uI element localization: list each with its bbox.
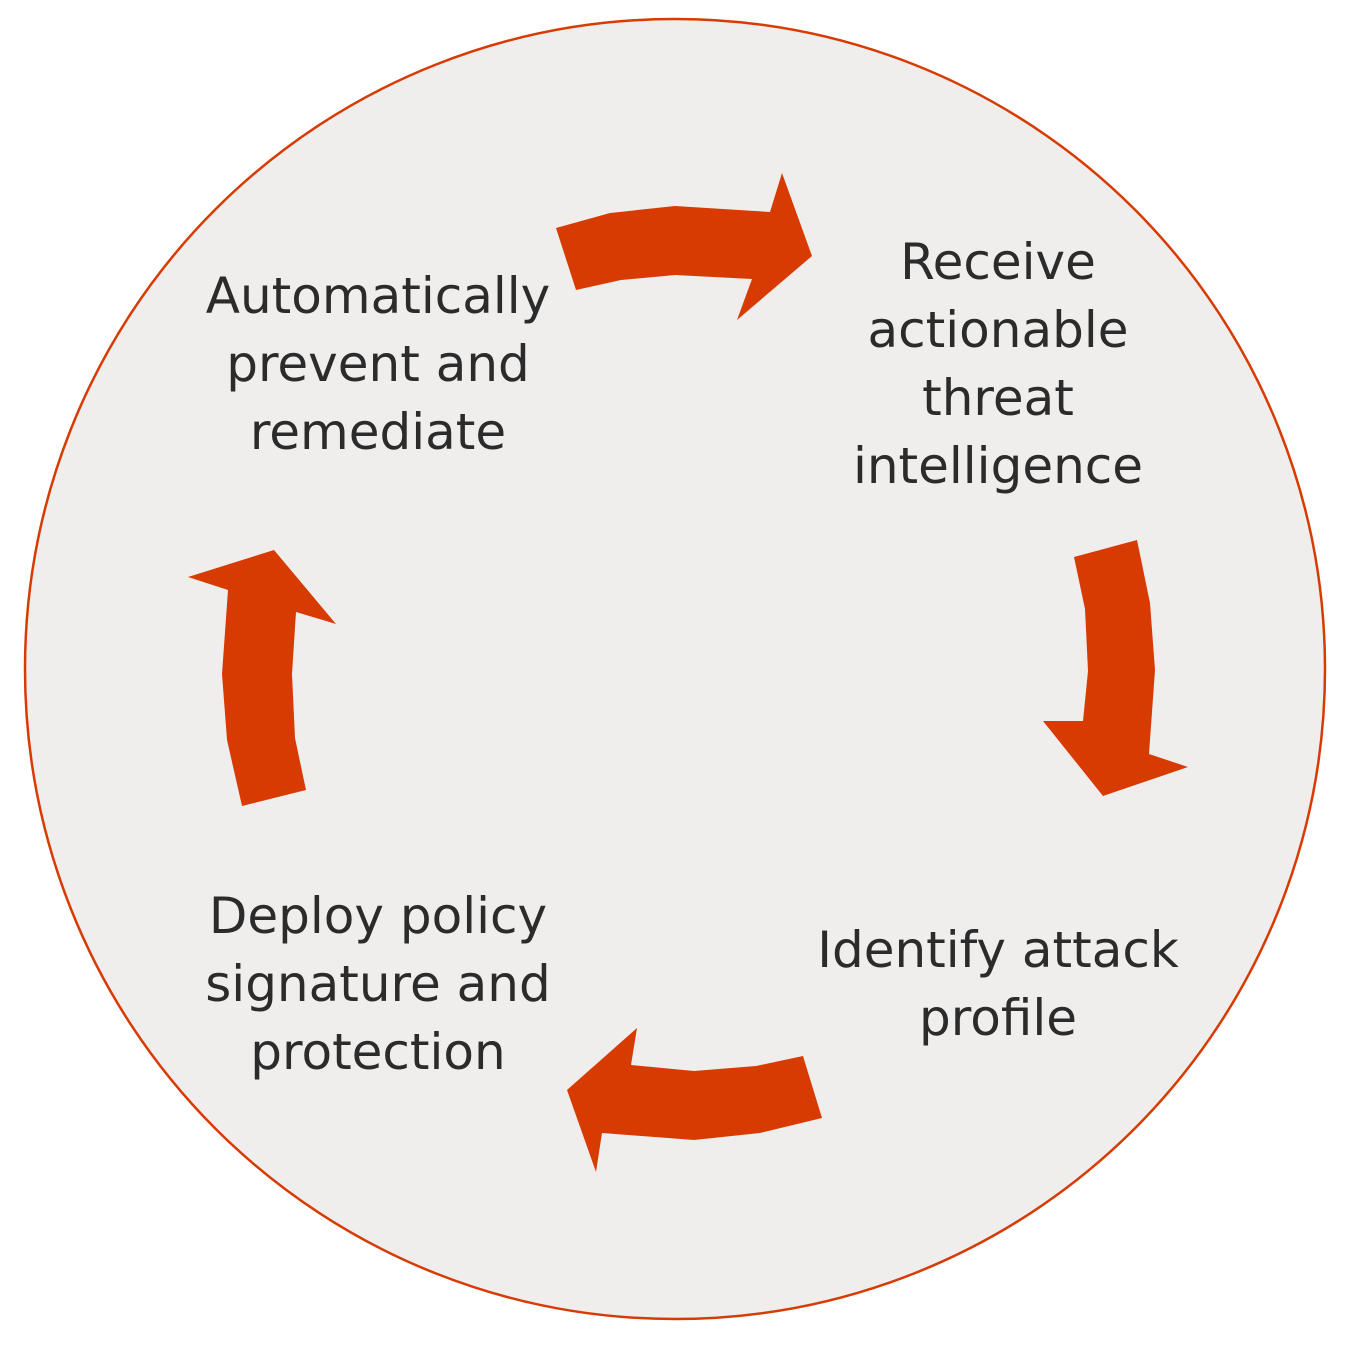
step-label-line: intelligence [852,437,1144,495]
step-label-line: signature and [205,955,551,1013]
step-label-line: Identify attack [817,921,1179,979]
step-label-line: actionable [867,301,1129,359]
step-label-line: remediate [249,403,507,461]
arrow-clockwise-top-icon [556,173,812,320]
arrow-clockwise-right-icon [1043,540,1188,796]
background-circle [23,17,1327,1321]
step-label-deploy-policy: Deploy policy signature and protection [168,882,588,1086]
arrow-clockwise-bottom-icon [567,1028,822,1172]
step-label-line: Deploy policy [208,887,548,945]
step-label-prevent-remediate: Automatically prevent and remediate [168,262,588,466]
step-label-line: Automatically [205,267,551,325]
step-label-line: profile [919,989,1077,1047]
step-label-identify-attack-profile: Identify attack profile [788,916,1208,1052]
step-label-line: Receive [900,233,1096,291]
arrow-clockwise-left-icon [188,550,336,806]
step-label-receive-threat-intelligence: Receive actionable threat intelligence [788,228,1208,500]
step-label-line: threat [922,369,1074,427]
step-label-line: prevent and [226,335,530,393]
step-label-line: protection [250,1023,506,1081]
